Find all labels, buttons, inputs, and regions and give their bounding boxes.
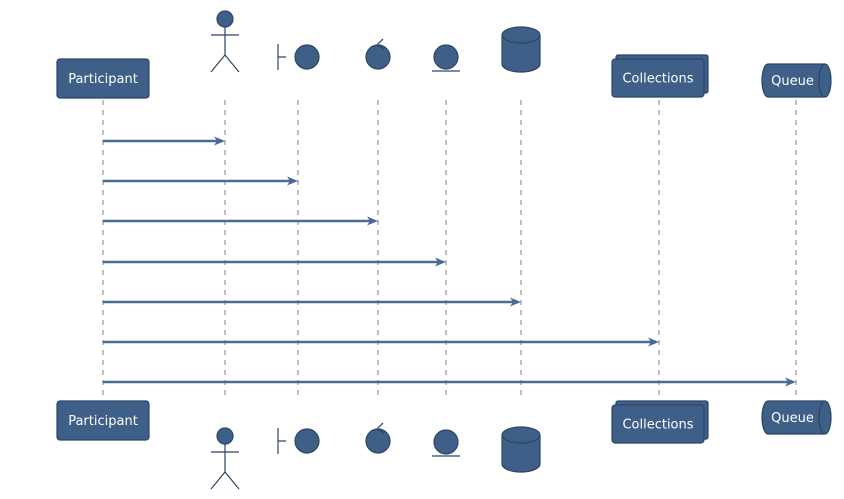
message-arrow-actor [103,136,225,146]
queue-label: Queue [771,411,814,426]
control-circle [365,428,391,454]
entity-circle [433,44,459,70]
database-head-top [501,26,541,73]
queue-head-bottom: Queue [761,400,832,435]
collections-label: Collections [622,72,693,87]
participant-label: Participant [68,414,138,429]
queue-head-top: Queue [761,63,832,98]
actor-body [210,27,240,73]
arrowhead [648,337,659,347]
participant-label: Participant [68,72,138,87]
collections-label: Collections [622,418,693,433]
actor-body [210,444,240,490]
message-arrow-queue [103,377,796,387]
boundary-circle [294,428,320,454]
collections-box [611,58,705,98]
actor-head [216,427,234,445]
arrowhead [435,257,446,267]
arrowhead [287,176,298,186]
control-head-top [365,38,391,70]
database-top-rim [501,434,541,444]
collections-head-bottom: Collections [611,400,709,444]
entity-circle [433,429,459,455]
boundary-bar [277,428,286,454]
entity-head-top [432,44,460,72]
participant-box [56,58,150,99]
collections-head-top: Collections [611,54,709,98]
arrowhead [367,216,378,226]
participant-heads-bottom: Participant Collections Queue [56,400,832,490]
lifelines [102,100,797,398]
control-arrow [376,38,385,50]
control-head-bottom [365,422,391,454]
entity-head-bottom [432,429,460,457]
control-circle [365,44,391,70]
boundary-circle [294,44,320,70]
messages [103,136,796,387]
queue-end-cap [818,63,826,98]
actor-head [216,10,234,28]
database-head-bottom [501,426,541,473]
message-arrow-entity [103,257,446,267]
database-body [501,426,541,473]
boundary-head-top [277,44,320,70]
collections-box [611,404,705,444]
database-body [501,26,541,73]
database-top-rim [501,34,541,44]
participant-box [56,400,150,441]
actor-head-bottom [210,427,240,490]
arrowhead [510,297,521,307]
actor-head-top [210,10,240,73]
participant-head-bottom: Participant [56,400,150,441]
control-arrow [376,422,385,434]
arrowhead [214,136,225,146]
queue-end-cap [818,400,826,435]
message-arrow-collections [103,337,659,347]
message-arrow-boundary [103,176,298,186]
arrowhead [785,377,796,387]
message-arrow-control [103,216,378,226]
boundary-bar [277,44,286,70]
queue-label: Queue [771,74,814,89]
participant-heads-top: Participant Collections Queue [56,10,832,99]
boundary-head-bottom [277,428,320,454]
participant-head-top: Participant [56,58,150,99]
message-arrow-database [103,297,521,307]
